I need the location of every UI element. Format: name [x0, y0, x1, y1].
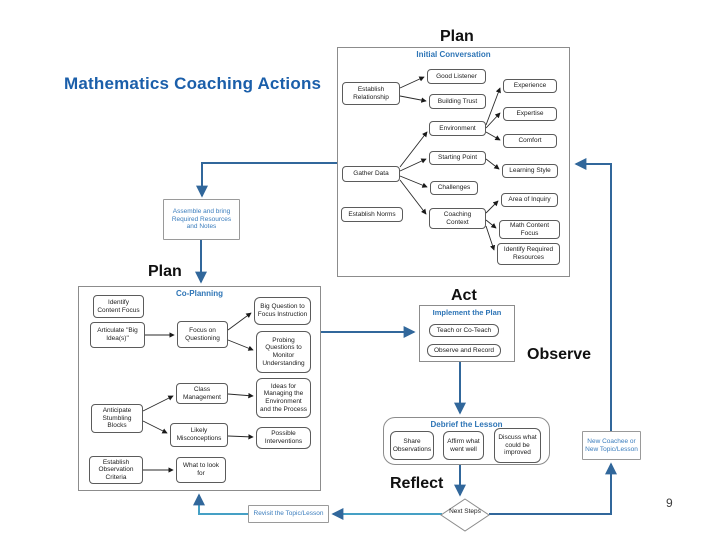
node-gather-data: Gather Data [342, 166, 400, 182]
group-co-planning: Co-Planning [78, 286, 321, 491]
phase-label-reflect: Reflect [390, 475, 444, 492]
node-possible-interventions: Possible Interventions [256, 427, 311, 449]
group-title-debrief-the-lesson: Debrief the Lesson [430, 420, 503, 429]
node-big-question: Big Question to Focus Instruction [254, 297, 311, 325]
node-new-coachee: New Coachee or New Topic/Lesson [582, 431, 641, 460]
node-ideas-for-managing: Ideas for Managing the Environment and t… [256, 378, 311, 418]
node-establish-observation-criteria: Establish Observation Criteria [89, 456, 143, 484]
node-comfort: Comfort [503, 134, 557, 148]
node-experience: Experience [503, 79, 557, 93]
node-identify-required-resources: Identify Required Resources [497, 243, 560, 265]
page-number: 9 [666, 496, 673, 510]
node-discuss-what-could-be-improved: Discuss what could be improved [494, 428, 541, 463]
node-area-of-inquiry: Area of Inquiry [501, 193, 558, 207]
phase-label-observe: Observe [527, 346, 592, 363]
phase-label-plan-left: Plan [148, 263, 182, 280]
node-share-observations: Share Observations [390, 431, 434, 460]
slide-title: Mathematics Coaching Actions [64, 74, 322, 93]
node-building-trust: Building Trust [429, 94, 486, 109]
node-challenges: Challenges [430, 181, 478, 195]
group-title-implement-the-plan: Implement the Plan [432, 308, 502, 317]
group-title-initial-conversation: Initial Conversation [416, 50, 491, 59]
node-good-listener: Good Listener [427, 69, 486, 84]
group-debrief-the-lesson: Debrief the Lesson [383, 417, 550, 465]
node-anticipate-stumbling-blocks: Anticipate Stumbling Blocks [91, 404, 143, 433]
node-class-management: Class Management [176, 383, 228, 404]
node-establish-relationship: Establish Relationship [342, 82, 400, 105]
phase-label-plan-top: Plan [440, 28, 474, 45]
group-title-co-planning: Co-Planning [175, 289, 224, 298]
node-probing-questions: Probing Questions to Monitor Understandi… [256, 331, 311, 373]
node-coaching-context: Coaching Context [429, 208, 486, 229]
node-learning-style: Learning Style [502, 164, 558, 178]
node-observe-and-record: Observe and Record [427, 344, 501, 357]
node-focus-on-questioning: Focus on Questioning [177, 321, 228, 348]
node-math-content-focus: Math Content Focus [499, 220, 560, 239]
node-affirm-what-went-well: Affirm what went well [443, 431, 484, 460]
node-what-to-look-for: What to look for [176, 457, 226, 483]
node-environment: Environment [429, 121, 486, 136]
node-starting-point: Starting Point [429, 151, 486, 165]
group-implement-the-plan: Implement the Plan [419, 305, 515, 362]
node-next-steps-label: Next Steps [449, 508, 481, 515]
node-expertise: Expertise [503, 107, 557, 121]
node-revisit-topic-lesson: Revisit the Topic/Lesson [248, 505, 329, 523]
node-establish-norms: Establish Norms [341, 207, 403, 222]
group-initial-conversation: Initial Conversation [337, 47, 570, 277]
node-assemble-resources: Assemble and bring Required Resources an… [163, 199, 240, 240]
node-likely-misconceptions: Likely Misconceptions [170, 423, 228, 447]
node-articulate-big-ideas: Articulate "Big Idea(s)" [90, 322, 145, 348]
node-teach-or-co-teach: Teach or Co-Teach [429, 324, 499, 337]
phase-label-act: Act [451, 287, 477, 304]
node-identify-content-focus: Identify Content Focus [93, 295, 144, 318]
